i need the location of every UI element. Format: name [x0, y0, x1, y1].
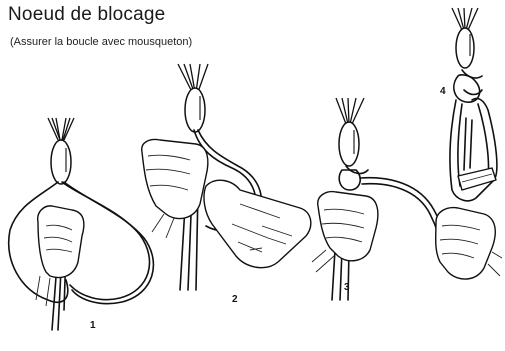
hand-icon	[38, 206, 84, 278]
hand-icon	[204, 180, 311, 267]
hand-icon	[142, 140, 208, 219]
step-2-illustration: 2	[142, 64, 311, 305]
step-1-label: 1	[90, 320, 96, 331]
carabiner-icon	[339, 122, 359, 166]
step-1-illustration: 1	[9, 118, 154, 331]
step-2-label: 2	[232, 294, 238, 305]
carabiner-icon	[185, 88, 205, 132]
step-3-label: 3	[344, 282, 350, 293]
hand-icon	[318, 192, 378, 261]
step-4-illustration: 4	[440, 8, 497, 201]
carabiner-icon	[456, 28, 474, 68]
step-4-label: 4	[440, 86, 446, 97]
carabiner-icon	[51, 140, 71, 184]
stirrup-block-icon	[458, 168, 496, 190]
hand-icon	[436, 208, 496, 279]
